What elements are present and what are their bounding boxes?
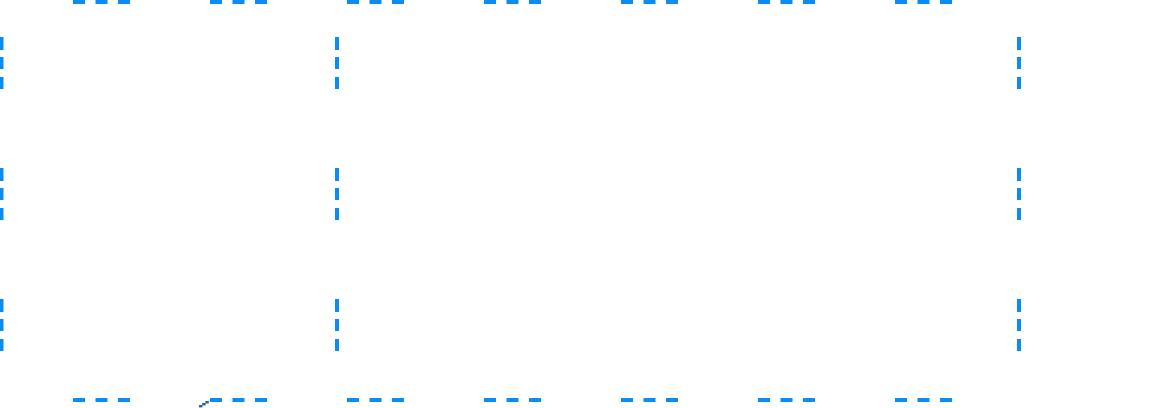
cursor-step xyxy=(205,401,209,404)
cursor-step xyxy=(202,403,206,406)
cursor-arrow-tip xyxy=(199,401,209,408)
cursor-step xyxy=(199,405,203,408)
